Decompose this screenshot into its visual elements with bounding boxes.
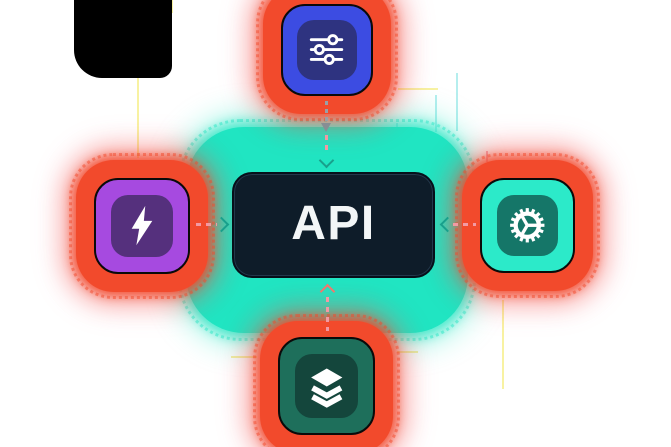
decor-line: [171, 0, 173, 13]
connector-left-line: [196, 223, 217, 226]
arrowhead-down-icon: [321, 123, 331, 132]
node-layers-inner: [294, 354, 359, 418]
decor-line: [502, 300, 504, 389]
lightning-icon: [132, 206, 153, 246]
connector-top-line2: [325, 135, 328, 155]
decor-line: [435, 95, 437, 132]
node-layers: [278, 337, 375, 435]
connector-right-line: [453, 223, 476, 226]
connector-top-line: [325, 101, 328, 122]
decor-line: [397, 351, 418, 353]
api-box: API: [232, 172, 435, 278]
sliders-icon: [310, 34, 344, 66]
decor-line: [456, 73, 458, 131]
node-gear-inner: [496, 194, 559, 257]
gear-icon: [510, 208, 545, 243]
node-sliders: [281, 4, 373, 96]
node-sliders-inner: [297, 20, 357, 80]
decor-line: [137, 74, 139, 158]
api-label: API: [291, 197, 376, 250]
node-lightning: [94, 178, 190, 274]
decor-line: [398, 88, 438, 90]
node-gear: [480, 178, 575, 273]
layers-icon: [310, 368, 343, 408]
connector-bottom-line: [326, 297, 329, 331]
node-lightning-inner: [110, 194, 174, 258]
corner-blob: [74, 0, 172, 78]
decor-line: [231, 356, 257, 358]
